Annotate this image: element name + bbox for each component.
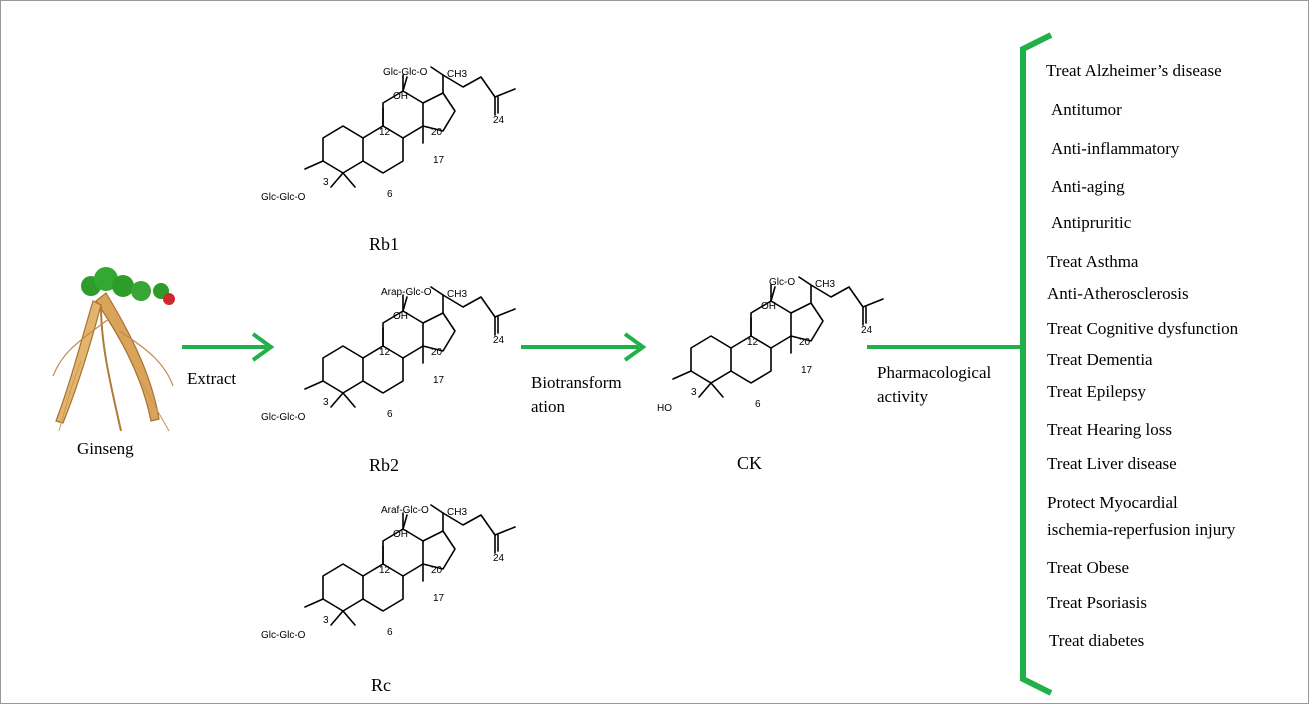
- rb1-c20-number: 20: [431, 127, 443, 138]
- activity-item: Protect Myocardial: [1047, 493, 1178, 512]
- activity-item: Treat Liver disease: [1047, 454, 1177, 473]
- rb1-c17-number: 17: [433, 155, 445, 166]
- rb1-ch3: CH3: [447, 69, 467, 80]
- activity-item: Anti-Atherosclerosis: [1047, 284, 1189, 303]
- ck-c3-number: 3: [691, 387, 697, 398]
- ck-c20-number: 20: [799, 337, 811, 348]
- ck-label: CK: [737, 453, 763, 473]
- activity-item: Antipruritic: [1051, 213, 1132, 232]
- rc-c12-number: 12: [379, 565, 391, 576]
- rc-ch3: CH3: [447, 507, 467, 518]
- rb1-c6-number: 6: [387, 189, 393, 200]
- activity-item: Anti-inflammatory: [1051, 139, 1180, 158]
- rc-c3-sugar: Glc-Glc-O: [261, 630, 306, 641]
- rc-label: Rc: [371, 675, 391, 695]
- rc-c6-number: 6: [387, 627, 393, 638]
- rb2-c3-number: 3: [323, 397, 329, 408]
- extract-label: Extract: [187, 369, 237, 388]
- rb2-c17-number: 17: [433, 375, 445, 386]
- molecule-rb1: Glc-Glc-O CH3 OH Glc-Glc-O 12 20 17 24 3…: [261, 66, 516, 203]
- ck-ch3: CH3: [815, 279, 835, 290]
- ck-c3-ho: HO: [657, 403, 672, 414]
- arrow-biotransformation: [521, 332, 647, 362]
- ck-oh: OH: [761, 301, 776, 312]
- rb1-c24-number: 24: [493, 115, 505, 126]
- molecule-rb2: Arap-Glc-O CH3 OH Glc-Glc-O 12 20 17 24 …: [261, 286, 516, 423]
- activity-item: Treat Hearing loss: [1047, 420, 1172, 439]
- rc-c17-number: 17: [433, 593, 445, 604]
- activity-item: Treat diabetes: [1049, 631, 1145, 650]
- rb1-label: Rb1: [369, 234, 400, 254]
- biotransformation-label-line2: ation: [531, 397, 565, 416]
- molecule-rc: Araf-Glc-O CH3 OH Glc-Glc-O 12 20 17 24 …: [261, 504, 516, 641]
- ck-c24-number: 24: [861, 325, 873, 336]
- ck-c12-number: 12: [747, 337, 759, 348]
- rb2-c20-number: 20: [431, 347, 443, 358]
- activity-item: Anti-aging: [1051, 177, 1125, 196]
- activity-item: Treat Dementia: [1047, 350, 1153, 369]
- rb1-oh: OH: [393, 91, 408, 102]
- arrow-extract: [182, 332, 275, 362]
- rb2-c6-number: 6: [387, 409, 393, 420]
- rc-oh: OH: [393, 529, 408, 540]
- activity-item: Treat Obese: [1047, 558, 1129, 577]
- rb2-label: Rb2: [369, 455, 400, 475]
- rb1-c12-number: 12: [379, 127, 391, 138]
- rb2-c20-sugar: Arap-Glc-O: [381, 287, 432, 298]
- ginseng-label: Ginseng: [77, 439, 134, 458]
- ck-c20-sugar: Glc-O: [769, 277, 795, 288]
- rc-c20-sugar: Araf-Glc-O: [381, 505, 429, 516]
- rc-c20-number: 20: [431, 565, 443, 576]
- activity-item: Treat Epilepsy: [1047, 382, 1147, 401]
- activity-item: Treat Asthma: [1047, 252, 1139, 271]
- pharmacological-label-line1: Pharmacological: [877, 363, 992, 382]
- activity-item: Antitumor: [1051, 100, 1122, 119]
- activity-item: Treat Alzheimer’s disease: [1046, 61, 1222, 80]
- rc-c24-number: 24: [493, 553, 505, 564]
- rc-c3-number: 3: [323, 615, 329, 626]
- activity-item: Treat Psoriasis: [1047, 593, 1147, 612]
- rb2-ch3: CH3: [447, 289, 467, 300]
- molecule-ck: Glc-O CH3 OH HO 12 20 17 24 3 6: [657, 276, 884, 414]
- rb2-c24-number: 24: [493, 335, 505, 346]
- rb2-oh: OH: [393, 311, 408, 322]
- activity-bracket: [1020, 32, 1053, 696]
- ginseng-root-image: [52, 267, 175, 432]
- pharmacological-label-line2: activity: [877, 387, 928, 406]
- activity-item: Treat Cognitive dysfunction: [1047, 319, 1239, 338]
- rb2-c3-sugar: Glc-Glc-O: [261, 412, 306, 423]
- ck-c6-number: 6: [755, 399, 761, 410]
- ck-c17-number: 17: [801, 365, 813, 376]
- rb2-c12-number: 12: [379, 347, 391, 358]
- rb1-c3-number: 3: [323, 177, 329, 188]
- rb1-c20-sugar: Glc-Glc-O: [383, 67, 428, 78]
- activity-item: ischemia-reperfusion injury: [1047, 520, 1236, 539]
- biotransformation-label-line1: Biotransform: [531, 373, 622, 392]
- rb1-c3-sugar: Glc-Glc-O: [261, 192, 306, 203]
